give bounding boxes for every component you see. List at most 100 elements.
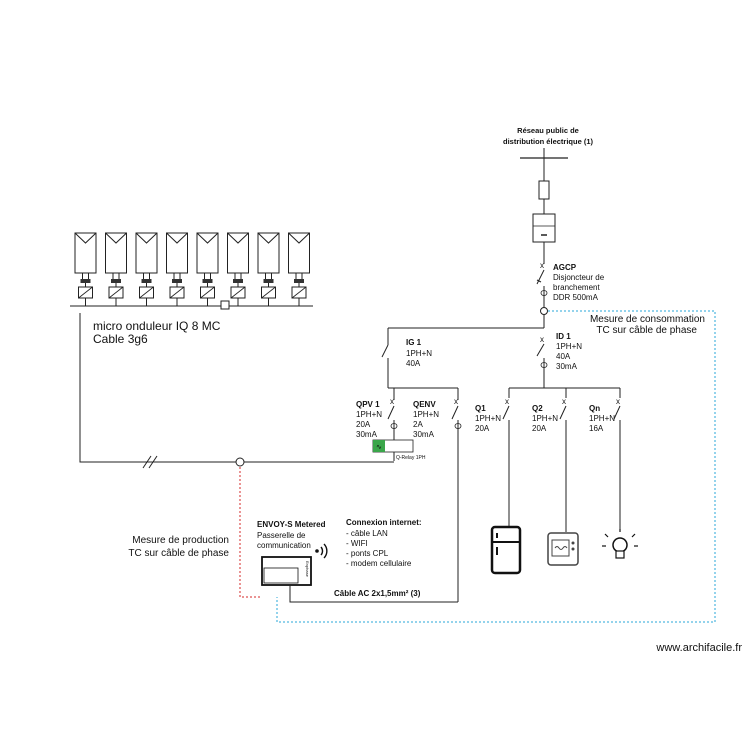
svg-text:x: x [390, 397, 394, 406]
q2-breaker: x Q2 1PH+N 20A [532, 388, 567, 532]
pv-panel [135, 232, 158, 287]
qpv1-line1: 1PH+N [356, 410, 382, 419]
micro-inverter [230, 286, 246, 306]
internet-item: - modem cellulaire [346, 559, 412, 568]
svg-text:x: x [540, 261, 544, 270]
q-relay-indicator [373, 440, 385, 452]
agcp-line1: Disjoncteur de [553, 273, 605, 282]
qenv-name: QENV [413, 400, 436, 409]
consumption-label-2: TC sur câble de phase [596, 325, 697, 336]
watermark: www.archifacile.fr [655, 642, 742, 654]
wifi-icon [315, 543, 328, 559]
pv-panel [288, 232, 310, 287]
svg-text:x: x [540, 335, 544, 344]
envoy-line1: Passerelle de [257, 531, 306, 540]
id1-line1: 1PH+N [556, 342, 582, 351]
svg-text:x: x [505, 397, 509, 406]
micro-inverter [169, 286, 185, 306]
pv-panel [74, 232, 97, 287]
q1-name: Q1 [475, 404, 486, 413]
id1-breaker: x ID 1 1PH+N 40A 30mA [536, 332, 582, 388]
ig1-name: IG 1 [406, 338, 422, 347]
production-dotted-wire [239, 467, 262, 598]
microwave-icon [547, 532, 579, 566]
grid-connection: Réseau public de distribution électrique… [503, 126, 594, 264]
envoy-name: ENVOY-S Metered [257, 520, 326, 529]
internet-item: - ponts CPL [346, 549, 389, 558]
q2-name: Q2 [532, 404, 543, 413]
production-ct [235, 457, 245, 467]
q1-breaker: x Q1 1PH+N 20A [475, 388, 510, 527]
consumption-measurement: Mesure de consommation TC sur câble de p… [276, 310, 716, 623]
fuse [538, 180, 550, 200]
agcp-line2: branchement [553, 283, 600, 292]
pv-feeder-wire [79, 313, 394, 463]
qenv-line2: 2A [413, 420, 423, 429]
svg-text:x: x [616, 397, 620, 406]
consumption-ct [540, 307, 548, 315]
agcp-breaker: x AGCP Disjoncteur de branchement DDR 50… [536, 261, 605, 308]
lightbulb-icon [602, 529, 638, 559]
pv-panel [196, 232, 219, 287]
envoy-device-label: Enphase [305, 561, 310, 578]
pv-panel [257, 232, 280, 287]
qenv-line3: 30mA [413, 430, 435, 439]
agcp-name: AGCP [553, 263, 577, 272]
pv-junction-box [220, 300, 230, 310]
micro-inverter [78, 286, 93, 306]
production-measurement: Mesure de production TC sur câble de pha… [128, 467, 262, 598]
envoy-gateway: ENVOY-S Metered Passerelle de communicat… [257, 520, 328, 586]
qpv1-line3: 30mA [356, 430, 378, 439]
qpv1-line2: 20A [356, 420, 371, 429]
meter-box [532, 213, 556, 243]
id1-line2: 40A [556, 352, 571, 361]
pv-array [74, 232, 310, 306]
q-relay-label: Q-Relay 1PH [396, 455, 426, 461]
micro-inverter [108, 286, 124, 306]
cable-label: Câble AC 2x1,5mm² (3) [334, 589, 421, 598]
micro-inverter [139, 286, 154, 306]
micro-inverter [291, 286, 307, 306]
svg-text:x: x [562, 397, 566, 406]
qpv1-breaker: x QPV 1 1PH+N 20A 30mA [356, 388, 398, 440]
id1-name: ID 1 [556, 332, 571, 341]
micro-inverter [200, 286, 215, 306]
svg-text:∿: ∿ [376, 444, 382, 451]
micro-inverter [261, 286, 276, 306]
internet-item: - WIFI [346, 539, 368, 548]
pv-panel [166, 232, 188, 287]
q2-line2: 20A [532, 424, 547, 433]
qenv-line1: 1PH+N [413, 410, 439, 419]
ig1-line1: 1PH+N [406, 349, 432, 358]
qn-name: Qn [589, 404, 600, 413]
pv-panel [227, 232, 249, 287]
id1-line3: 30mA [556, 362, 578, 371]
svg-text:x: x [454, 397, 458, 406]
q2-line1: 1PH+N [532, 414, 558, 423]
internet-item: - câble LAN [346, 529, 388, 538]
pv-panel [105, 232, 127, 287]
ig1-line2: 40A [406, 359, 421, 368]
q-relay: ∿ Q-Relay 1PH [372, 439, 426, 461]
agcp-line3: DDR 500mA [553, 293, 599, 302]
qn-line1: 1PH+N [589, 414, 615, 423]
q1-line2: 20A [475, 424, 490, 433]
qpv1-name: QPV 1 [356, 400, 380, 409]
qn-line2: 16A [589, 424, 604, 433]
qenv-breaker: x QENV 1PH+N 2A 30mA [413, 388, 462, 602]
fridge-icon [490, 525, 522, 575]
grid-subtitle: distribution électrique (1) [503, 137, 594, 146]
q1-line1: 1PH+N [475, 414, 501, 423]
internet-title: Connexion internet: [346, 518, 422, 527]
ig1-switch: IG 1 1PH+N 40A [381, 338, 432, 388]
consumption-label-1: Mesure de consommation [590, 314, 705, 325]
production-label-1: Mesure de production [132, 535, 229, 546]
production-label-2: TC sur câble de phase [128, 548, 229, 559]
consumption-dotted-wire [276, 310, 716, 623]
pv-line2: Cable 3g6 [93, 332, 148, 346]
internet-connection: Connexion internet: - câble LAN - WIFI -… [346, 518, 422, 568]
ac-cable [289, 585, 458, 603]
pv-line1: micro onduleur IQ 8 MC [93, 319, 221, 333]
envoy-line2: communication [257, 541, 311, 550]
